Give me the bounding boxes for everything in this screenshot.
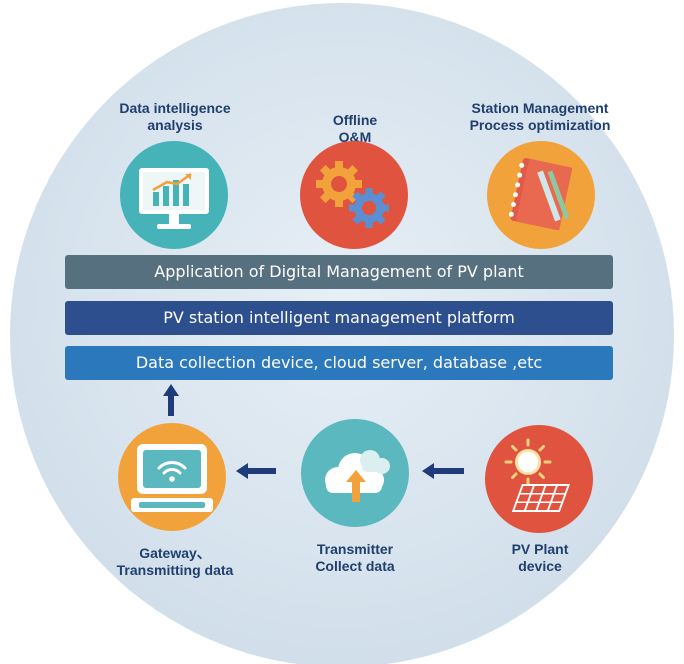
layer-platform: PV station intelligent management platfo… [65, 301, 613, 335]
notebook-icon [487, 141, 595, 249]
caption-data-intelligence: Data intelligence analysis [119, 100, 231, 133]
left-arrow-1 [236, 463, 276, 479]
cloud-upload-icon [301, 419, 409, 527]
caption-gateway: Gateway、 Transmitting data [116, 545, 234, 578]
layer-application: Application of Digital Management of PV … [65, 255, 613, 289]
caption-pv-plant: PV Plant device [511, 541, 569, 574]
up-arrow [163, 384, 179, 416]
caption-transmitter: Transmitter Collect data [315, 541, 395, 574]
gears-icon [300, 141, 408, 249]
caption-offline-om: Offline O&M [332, 112, 378, 145]
layer-data-collection: Data collection device, cloud server, da… [65, 346, 613, 380]
gateway-wifi-icon [118, 423, 226, 531]
monitor-chart-icon [120, 141, 228, 249]
caption-station-management: Station Management Process optimization [469, 100, 611, 133]
left-arrow-2 [422, 463, 464, 479]
sun-solar-panel-icon [485, 425, 593, 533]
